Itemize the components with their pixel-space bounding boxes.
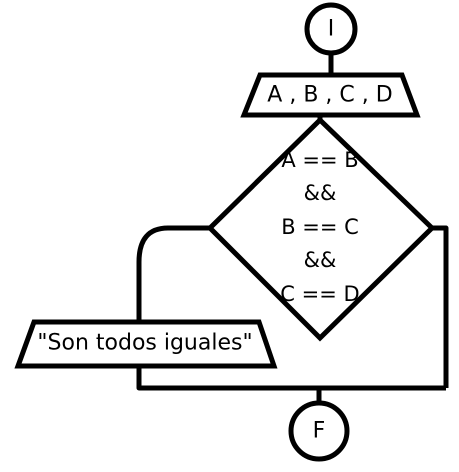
input-label: A , B , C , D bbox=[267, 83, 392, 108]
connector-false-branch bbox=[432, 225, 449, 388]
connector-true-branch bbox=[136, 225, 210, 322]
decision-diamond: A == B && B == C && C == D bbox=[206, 116, 436, 342]
output-shape: "Son todos iguales" bbox=[14, 319, 278, 369]
connector-output-to-merge bbox=[136, 366, 446, 391]
condition-line-1: A == B bbox=[281, 148, 358, 172]
condition-line-3: B == C bbox=[281, 215, 359, 239]
condition-line-4: && bbox=[304, 248, 337, 272]
end-terminal: F bbox=[288, 400, 350, 462]
condition-line-5: C == D bbox=[280, 282, 359, 306]
end-label: F bbox=[313, 419, 326, 444]
output-label: "Son todos iguales" bbox=[37, 331, 252, 356]
condition-line-2: && bbox=[304, 181, 337, 205]
start-terminal: I bbox=[304, 2, 358, 56]
start-label: I bbox=[328, 17, 335, 42]
input-shape: A , B , C , D bbox=[240, 72, 421, 118]
